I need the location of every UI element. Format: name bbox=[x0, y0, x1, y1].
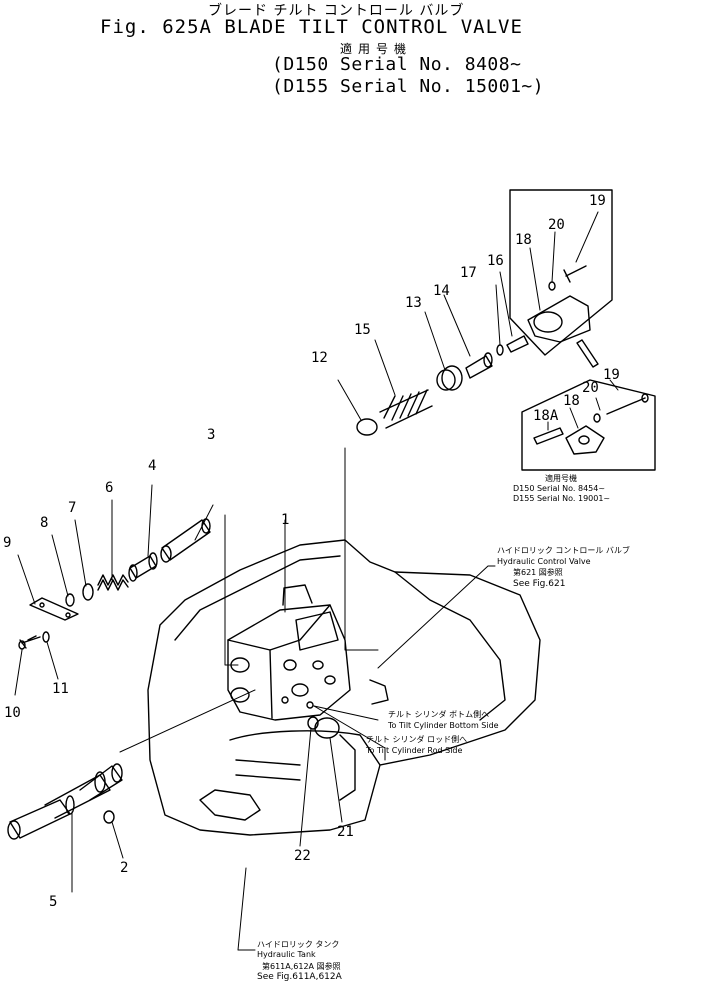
tilt-bottom-note-jp: チルト シリンダ ボトム側へ bbox=[388, 710, 490, 719]
part-label-2: 2 bbox=[120, 860, 129, 876]
part-label-15: 15 bbox=[354, 322, 371, 338]
part-label-21: 21 bbox=[337, 824, 354, 840]
part-label-11: 11 bbox=[52, 681, 69, 697]
part-label-12: 12 bbox=[311, 350, 328, 366]
part-label-19: 19 bbox=[589, 193, 606, 209]
part-label-1: 1 bbox=[281, 512, 290, 528]
tank-note-jp: ハイドロリック タンク bbox=[257, 940, 340, 949]
control-valve-ref-en: See Fig.621 bbox=[513, 579, 566, 589]
applicability-label: 適用号機 bbox=[340, 42, 413, 56]
inset-serial-d150: D150 Serial No. 8454~ bbox=[513, 484, 606, 493]
tilt-rod-note-jp: チルト シリンダ ロッド側へ bbox=[366, 735, 468, 744]
part-label-9: 9 bbox=[3, 535, 12, 551]
serial-range-d150: (D150 Serial No. 8408~ bbox=[272, 54, 522, 75]
serial-range-d155: (D155 Serial No. 15001~) bbox=[272, 76, 545, 97]
control-valve-note-en: Hydraulic Control Valve bbox=[497, 557, 591, 566]
part-label-18a: 18A bbox=[533, 408, 559, 424]
hydraulic-tank-drawing bbox=[147, 539, 541, 836]
tank-note-en: Hydraulic Tank bbox=[257, 950, 316, 959]
part-label-4: 4 bbox=[148, 458, 157, 474]
part-label-7: 7 bbox=[68, 500, 77, 516]
part-label-20: 20 bbox=[548, 217, 565, 233]
control-valve-ref-jp: 第621 図参照 bbox=[513, 568, 563, 577]
plug-2 bbox=[103, 810, 115, 824]
part-label-20-inset: 20 bbox=[582, 380, 599, 396]
part-label-3: 3 bbox=[207, 427, 216, 443]
part-label-19-inset: 19 bbox=[603, 367, 620, 383]
part-label-8: 8 bbox=[40, 515, 49, 531]
leader-lines bbox=[14, 211, 619, 951]
inset-serial-d155: D155 Serial No. 19001~ bbox=[513, 494, 611, 503]
control-valve-note-jp: ハイドロリック コントロール バルブ bbox=[497, 546, 630, 555]
part-label-17: 17 bbox=[460, 265, 477, 281]
part-label-14: 14 bbox=[433, 283, 450, 299]
spool-assembly bbox=[7, 763, 123, 840]
part-label-5: 5 bbox=[49, 894, 58, 910]
tank-ref-jp: 第611A,612A 図参照 bbox=[262, 962, 341, 971]
control-valve-body bbox=[227, 584, 351, 721]
part-label-10: 10 bbox=[4, 705, 21, 721]
figure-title: Fig. 625A BLADE TILT CONTROL VALVE bbox=[100, 16, 523, 38]
inset-applicability: 適用号機 bbox=[545, 474, 577, 483]
o-ring-21 bbox=[314, 717, 340, 739]
tank-ref-en: See Fig.611A,612A bbox=[257, 972, 342, 982]
tilt-rod-note-en: To Tilt Cylinder Rod Side bbox=[366, 746, 463, 755]
part-label-16: 16 bbox=[487, 253, 504, 269]
tilt-bottom-note-en: To Tilt Cylinder Bottom Side bbox=[388, 721, 499, 730]
part-label-13: 13 bbox=[405, 295, 422, 311]
right-parts-group bbox=[356, 189, 656, 471]
left-parts-group bbox=[18, 518, 211, 650]
part-label-18: 18 bbox=[515, 232, 532, 248]
part-label-6: 6 bbox=[105, 480, 114, 496]
part-label-22: 22 bbox=[294, 848, 311, 864]
title-japanese: ブレード チルト コントロール バルブ bbox=[208, 3, 465, 19]
o-ring-22 bbox=[307, 716, 319, 730]
part-label-18-inset: 18 bbox=[563, 393, 580, 409]
